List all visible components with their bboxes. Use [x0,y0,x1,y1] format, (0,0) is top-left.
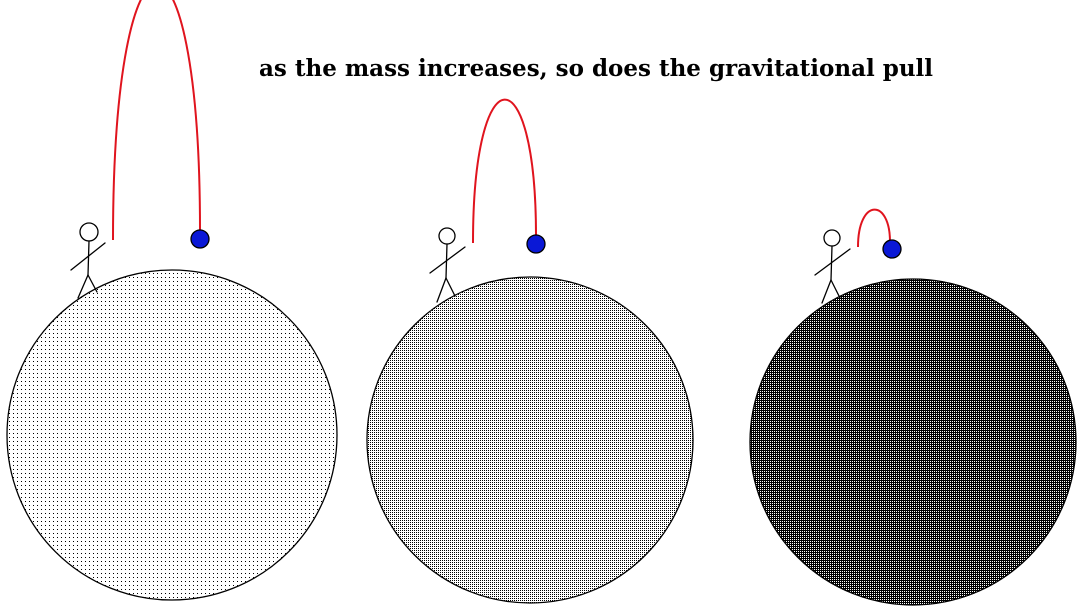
planet-low-mass [6,269,338,601]
scene-high-mass [749,208,1077,606]
stick-figure-2 [429,227,466,303]
trajectory-low [857,208,891,248]
trajectory-medium [472,98,537,244]
stick-figure-3 [814,229,851,304]
ball-3 [882,239,902,259]
stick-figure-1 [70,222,106,299]
ball-1 [190,229,210,249]
planet-high-mass [749,278,1077,606]
stick-figure-head [79,222,99,242]
caption-text: as the mass increases, so does the gravi… [259,55,933,82]
ball-2 [526,234,546,254]
trajectory-high [112,0,201,241]
scene-low-mass [6,0,338,601]
planet-medium-mass [366,276,694,604]
stick-figure-head [823,229,841,247]
scene-medium-mass [366,98,694,604]
stick-figure-head [438,227,456,245]
